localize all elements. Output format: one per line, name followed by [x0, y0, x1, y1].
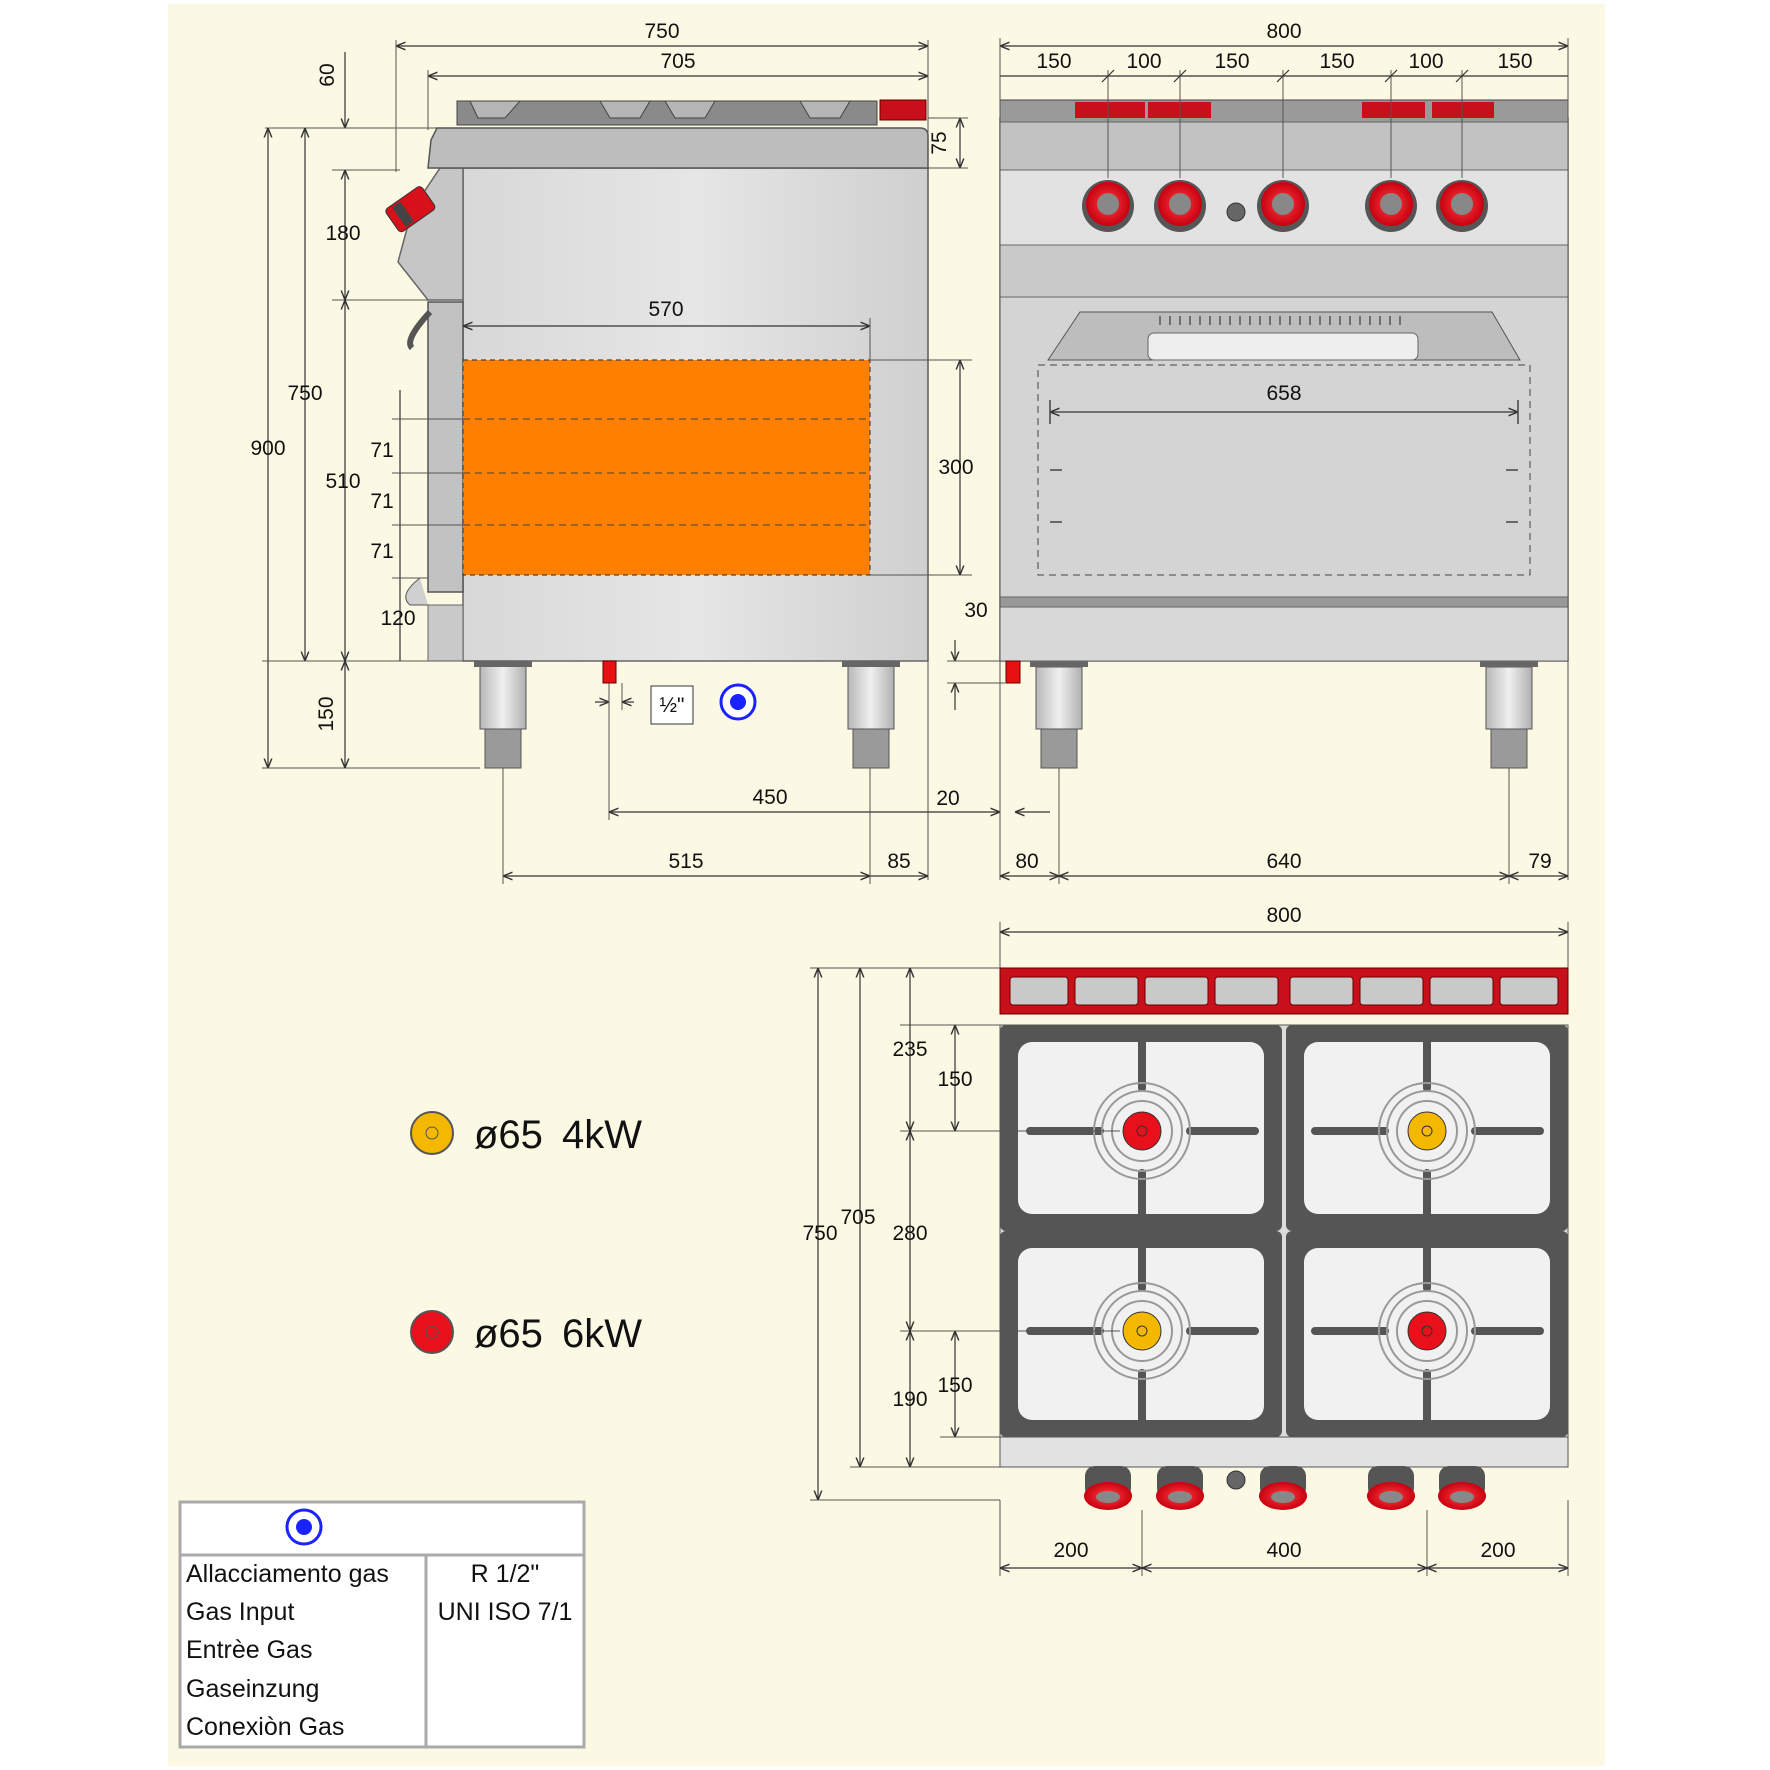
table-value-1: R 1/2": [471, 1560, 540, 1588]
gas-connection-table: Allacciamento gas Gas Input Entrèe Gas G…: [178, 1500, 586, 1749]
dim-shelf-3: 71: [370, 540, 393, 563]
dim-middle-pos: 400: [1266, 1539, 1301, 1562]
front-view: 658 800 150 100 15: [999, 20, 1569, 884]
table-label-4: Gaseinzung: [186, 1675, 319, 1703]
legend-yellow-burner-icon: [410, 1111, 454, 1155]
burner-rear-right-yellow: [1407, 1111, 1447, 1151]
dim-panel-h: 180: [325, 222, 360, 245]
side-knob: [385, 186, 436, 233]
gas-pipe-side: [602, 660, 617, 684]
dim-feet-span: 640: [1266, 850, 1301, 873]
dim-feet-h: 150: [315, 696, 338, 731]
dim-front-burner: 150: [937, 1374, 972, 1397]
dim-oven-floor: 120: [380, 607, 415, 630]
side-door-handle: [407, 309, 433, 351]
burner-rear-left-red: [1122, 1111, 1162, 1151]
top-knobs: [1084, 1466, 1486, 1510]
dim-oven-inner: 658: [1266, 382, 1301, 405]
legend-diameter-1: ø65: [474, 1113, 543, 1157]
legend-diameter-2: ø65: [474, 1312, 543, 1356]
dim-top-depth: 705: [660, 50, 695, 73]
legend-item-4kw: ø65 4kW: [410, 1111, 642, 1157]
dim-gas-offset: 20: [936, 787, 959, 810]
pipe-size-box: [650, 685, 694, 725]
dim-rear-offset: 235: [892, 1038, 927, 1061]
table-label-1: Allacciamento gas: [186, 1560, 389, 1588]
dim-seg-1: 150: [1036, 50, 1071, 73]
dim-feet-left: 80: [1015, 850, 1038, 873]
front-knobs: [1082, 180, 1488, 232]
legend-red-burner-icon: [410, 1310, 454, 1354]
oven-cavity: [462, 359, 871, 576]
front-oven-cavity: [1037, 364, 1531, 576]
dim-seg-6: 150: [1497, 50, 1532, 73]
burner-front-left-yellow: [1122, 1311, 1162, 1351]
dim-shelf-1: 71: [370, 439, 393, 462]
legend-item-6kw: ø65 6kW: [410, 1310, 642, 1356]
dim-seg-3: 150: [1214, 50, 1249, 73]
side-top-plate: [427, 127, 929, 169]
dim-rear-burner: 150: [937, 1068, 972, 1091]
dim-body-h: 750: [287, 382, 322, 405]
dim-shelf-2: 71: [370, 490, 393, 513]
dim-top-h: 60: [316, 63, 339, 86]
burner-front-right-red: [1407, 1311, 1447, 1351]
side-view: ½" 750 705 60 75 180 750 900 510 150: [250, 20, 1050, 884]
dim-pipe-size: ½": [660, 694, 685, 717]
dim-rear-feet: 85: [887, 850, 910, 873]
dim-depth-total: 750: [802, 1222, 837, 1245]
side-red-trim: [879, 99, 927, 121]
dim-oven-w: 570: [648, 298, 683, 321]
top-view: 800: [802, 904, 1569, 1576]
dim-top-thk: 75: [928, 131, 951, 154]
dim-seg-5: 100: [1408, 50, 1443, 73]
dim-front-width: 800: [1266, 20, 1301, 43]
side-oven-door: [427, 301, 464, 593]
front-foot-right: [1485, 666, 1533, 730]
gas-pipe-front: [1005, 660, 1021, 684]
table-label-2: Gas Input: [186, 1598, 294, 1626]
burner-legend: ø65 4kW ø65 6kW: [410, 1111, 642, 1356]
dim-gas-pos: 450: [752, 786, 787, 809]
side-foot-rear: [847, 660, 895, 730]
dim-feet-right: 79: [1528, 850, 1551, 873]
dim-top-width: 800: [1266, 904, 1301, 927]
table-label-5: Conexiòn Gas: [186, 1713, 344, 1741]
dim-seg-2: 100: [1126, 50, 1161, 73]
table-value-2: UNI ISO 7/1: [438, 1598, 573, 1626]
table-label-3: Entrèe Gas: [186, 1636, 312, 1664]
dim-right-pos: 200: [1480, 1539, 1515, 1562]
dim-feet-depth: 515: [668, 850, 703, 873]
dim-oven-h: 300: [938, 456, 973, 479]
legend-power-1: 4kW: [562, 1113, 642, 1157]
side-foot-front: [479, 660, 527, 730]
dim-front-offset: 190: [892, 1388, 927, 1411]
legend-power-2: 6kW: [562, 1312, 642, 1356]
dim-seg-4: 150: [1319, 50, 1354, 73]
dim-depth-top: 705: [840, 1206, 875, 1229]
dim-total-h: 900: [250, 437, 285, 460]
dim-overall-depth: 750: [644, 20, 679, 43]
dim-front-30: 30: [964, 599, 987, 622]
dim-burner-spacing: 280: [892, 1222, 927, 1245]
front-foot-left: [1035, 666, 1083, 730]
dim-oven-opening: 510: [325, 470, 360, 493]
dim-left-pos: 200: [1053, 1539, 1088, 1562]
